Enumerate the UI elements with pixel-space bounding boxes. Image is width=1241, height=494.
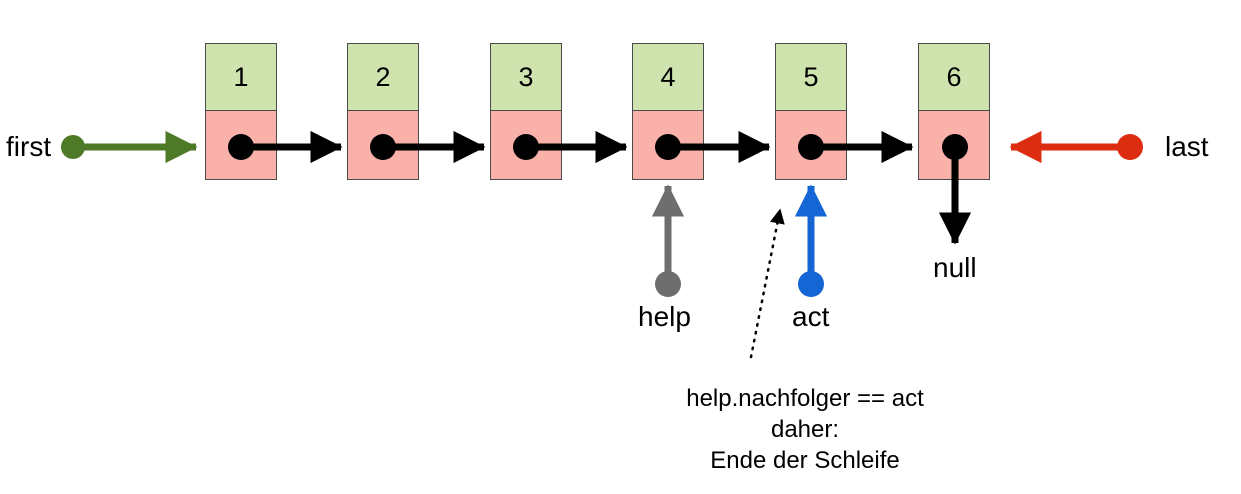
list-node-2: 2 — [347, 43, 419, 180]
node-value-cell: 2 — [347, 43, 419, 111]
annotation-line-1: help.nachfolger == act — [686, 385, 924, 412]
last-label: last — [1165, 131, 1209, 162]
null-label: null — [933, 252, 977, 283]
first-label: first — [6, 131, 52, 162]
annotation-text: help.nachfolger == act daher: Ende der S… — [655, 383, 955, 476]
annotation-line-3: Ende der Schleife — [710, 447, 900, 474]
annotation-line-2: daher: — [770, 416, 840, 443]
node-value: 2 — [375, 61, 391, 92]
annotation-dotted-arrow — [749, 208, 785, 359]
node-value: 1 — [233, 61, 249, 92]
node-value-cell: 6 — [918, 43, 990, 111]
node-value: 3 — [518, 61, 534, 92]
node-value: 6 — [946, 61, 962, 92]
node-value-cell: 1 — [205, 43, 277, 111]
list-node-5: 5 — [775, 43, 847, 180]
node-value-cell: 5 — [775, 43, 847, 111]
node-value: 4 — [660, 61, 676, 92]
list-node-3: 3 — [490, 43, 562, 180]
help-label: help — [638, 301, 691, 332]
act-label: act — [792, 301, 830, 332]
node-value: 5 — [803, 61, 819, 92]
node-value-cell: 4 — [632, 43, 704, 111]
